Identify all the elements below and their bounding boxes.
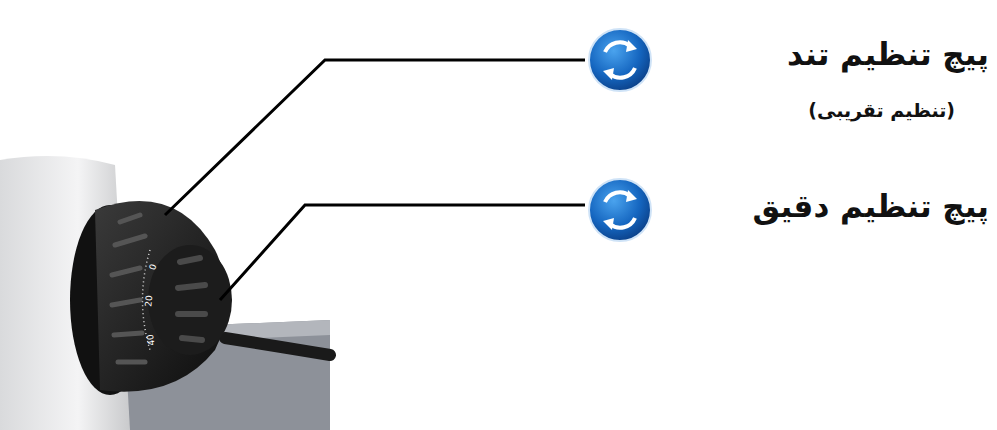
fine-knob: [148, 245, 232, 355]
part-note: (تنظیم تقریبی): [808, 99, 955, 121]
scale-number: 20: [143, 295, 154, 307]
leader-line: [220, 205, 585, 300]
fine-knob-ridges: [178, 258, 205, 340]
leader-line: [165, 60, 585, 215]
knob-grip-ridges: [112, 215, 145, 362]
scale-number: 40: [145, 333, 157, 346]
part-name: پیچ تنظیم تند: [787, 36, 989, 72]
rotate-icon: [589, 29, 651, 91]
rotate-icon: [589, 179, 651, 241]
part-name: پیچ تنظیم دقیق: [753, 188, 989, 224]
power-cable: [225, 338, 330, 355]
